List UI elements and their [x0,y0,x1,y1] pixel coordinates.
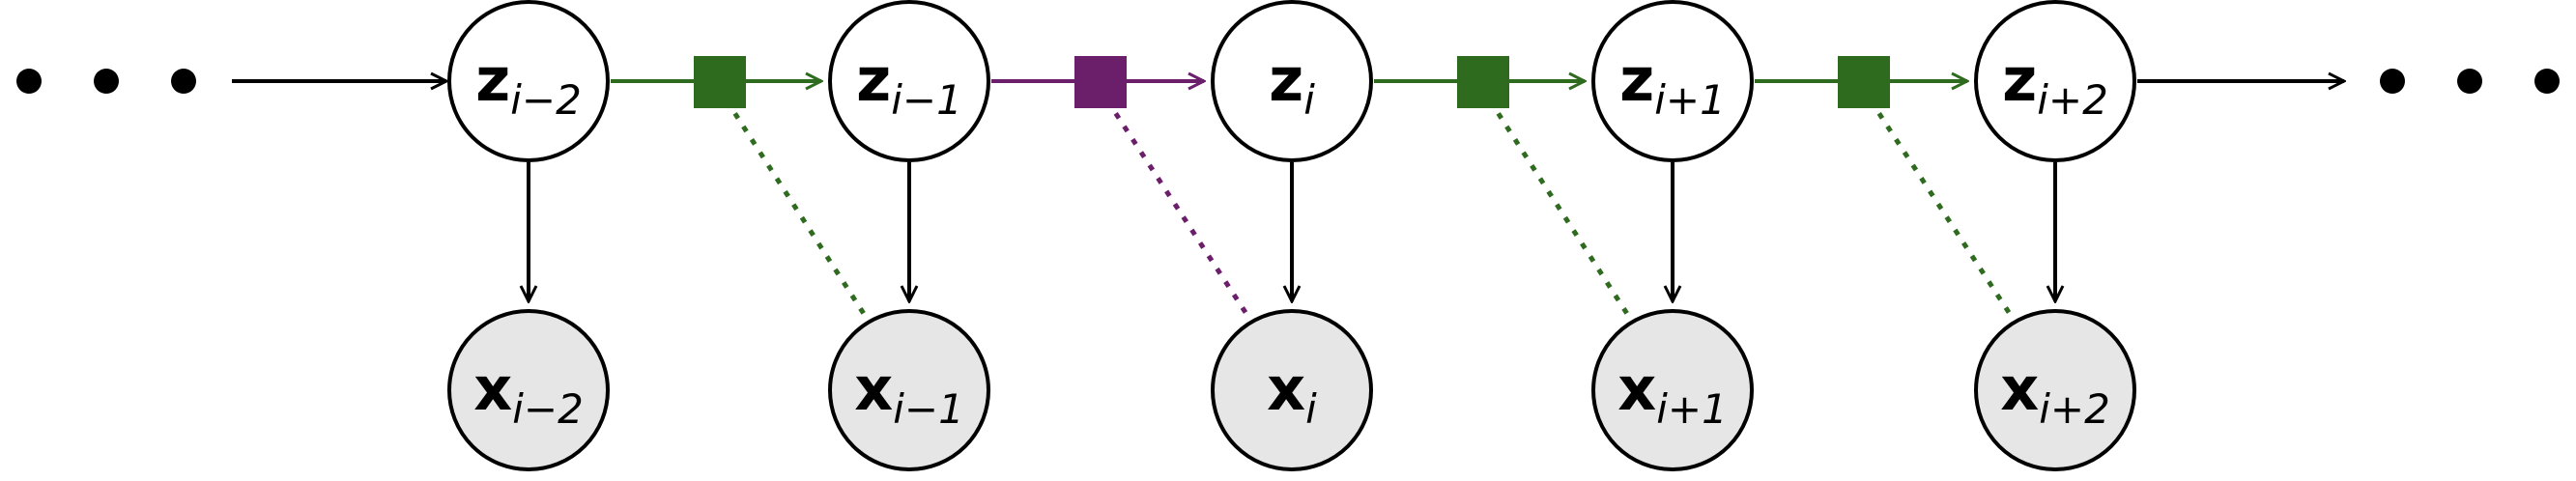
latent-node-label: z [1619,44,1654,115]
latent-node-subscript: i−2 [510,76,582,124]
ellipsis-dot [171,69,196,94]
observed-node-subscript: i−2 [512,385,584,433]
factor-square-green [1457,56,1509,108]
observed-node: xi−2 [447,309,610,471]
observed-node: xi+1 [1591,309,1754,471]
ellipsis-dot [2457,69,2482,94]
ellipsis-dot [94,69,119,94]
observed-node-subscript: i+2 [2039,385,2110,433]
factors [694,56,1890,108]
ellipsis-dot [2380,69,2405,94]
observed-node-label: x [2000,354,2039,424]
latent-node: zi−2 [447,0,610,162]
observed-node-circle [1974,309,2136,471]
latent-node-label: z [1269,44,1303,115]
factor-square-green [1838,56,1890,108]
factor-square-purple [1074,56,1127,108]
observed-node-circle [1591,309,1754,471]
latent-node: zi+1 [1591,0,1754,162]
latent-node: zi−1 [828,0,990,162]
observed-node: xi−1 [828,309,990,471]
svg-text:xi−2: xi−2 [473,354,584,433]
latent-node-label: z [475,44,510,115]
observed-node-label: x [854,354,893,424]
factor-links [724,99,2015,319]
observed-node-label: x [473,354,512,424]
ellipsis-right [2380,69,2560,94]
latent-node-subscript: i [1303,76,1315,124]
observed-node-subscript: i [1305,385,1317,433]
svg-text:xi+2: xi+2 [2000,354,2110,433]
latent-node-circle [1591,0,1754,162]
factor-link-green [1868,99,2015,319]
observed-node-label: x [1267,354,1305,424]
svg-text:xi−1: xi−1 [854,354,964,433]
latent-node-circle [1211,0,1373,162]
ellipsis-dot [16,69,42,94]
latent-node: zi [1211,0,1373,162]
svg-text:zi−1: zi−1 [856,44,962,124]
latent-node-subscript: i+1 [1654,76,1726,124]
latent-node-label: z [856,44,891,115]
observed-node: xi+2 [1974,309,2136,471]
latent-node-subscript: i+2 [2037,76,2108,124]
observed-node-subscript: i+1 [1656,385,1728,433]
observed-node: xi [1211,309,1373,471]
ellipsis-dot [2534,69,2560,94]
observed-node-circle [447,309,610,471]
svg-text:zi+1: zi+1 [1619,44,1726,124]
observed-node-label: x [1617,354,1656,424]
latent-node-label: z [2002,44,2037,115]
svg-text:zi: zi [1269,44,1315,124]
observed-node-circle [1211,309,1373,471]
ellipsis-left [16,69,196,94]
latent-node-circle [828,0,990,162]
latent-node-subscript: i−1 [891,76,962,124]
factor-link-green [724,99,869,319]
observed-node-subscript: i−1 [893,385,964,433]
latent-nodes: zi−2 zi−1 zi zi+1 zi+2 [447,0,2136,162]
latent-node: zi+2 [1974,0,2136,162]
factor-link-purple [1104,99,1251,319]
factor-square-green [694,56,746,108]
svg-text:xi: xi [1267,354,1317,433]
observed-node-circle [828,309,990,471]
svg-text:zi−2: zi−2 [475,44,582,124]
latent-node-circle [447,0,610,162]
observed-nodes: xi−2 xi−1 xi xi+1 xi+2 [447,309,2136,471]
factor-link-green [1487,99,1632,319]
svg-text:xi+1: xi+1 [1617,354,1728,433]
svg-text:zi+2: zi+2 [2002,44,2108,124]
black-edges [232,81,2344,301]
latent-node-circle [1974,0,2136,162]
